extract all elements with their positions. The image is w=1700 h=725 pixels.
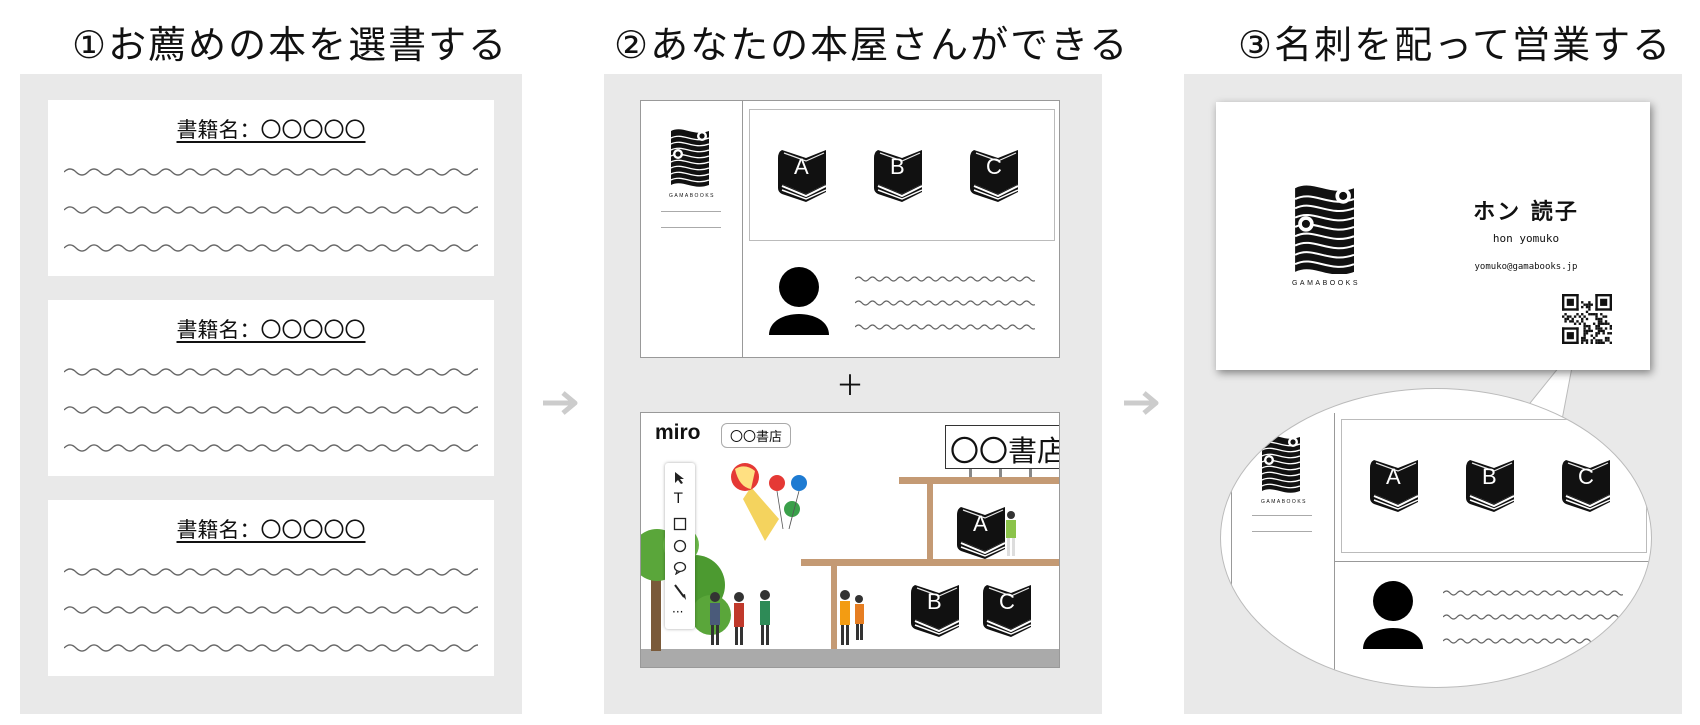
arrow-right-icon (1124, 391, 1159, 415)
placeholder-text-lines (64, 168, 478, 252)
rectangle-icon[interactable] (673, 517, 687, 531)
book-shelf-box: A B C (749, 109, 1055, 241)
book-title: 書籍名：〇〇〇〇〇 (176, 518, 366, 542)
sidebar-line (661, 211, 721, 212)
book-label: B (890, 154, 905, 179)
bookstore-page-mockup: GAMABOOKS A B C (640, 100, 1060, 358)
book-title: 書籍名：〇〇〇〇〇 (176, 118, 366, 142)
book-title: 書籍名：〇〇〇〇〇 (176, 318, 366, 342)
person-icon (1363, 581, 1423, 649)
card-romaji: hon yomuko (1492, 232, 1560, 245)
text-icon[interactable]: T (674, 491, 683, 507)
step3-title: ③名刺を配って営業する (1238, 23, 1673, 67)
book-label: B (927, 589, 942, 614)
page-sidebar: GAMABOOKS (641, 101, 743, 357)
step1-panel: 書籍名：〇〇〇〇〇 書籍名：〇〇〇〇〇 書籍名：〇〇〇〇〇 (20, 74, 522, 714)
book-label: C (986, 154, 1002, 179)
miro-board-mockup: miro 〇〇書店 〇〇書店 A B C (640, 412, 1060, 668)
gamabooks-logo-icon (1294, 184, 1356, 274)
pen-icon[interactable] (673, 583, 687, 601)
people-illustration (710, 590, 864, 645)
qr-code-icon[interactable] (1562, 294, 1612, 344)
sidebar-line (1252, 515, 1312, 516)
business-card: GAMABOOKS ホン 読子 hon yomuko yomuko@gamabo… (1216, 102, 1650, 370)
sidebar-line (1252, 531, 1312, 532)
book-card: 書籍名：〇〇〇〇〇 (48, 300, 494, 476)
book-label: C (1578, 464, 1594, 489)
person-icon (769, 267, 829, 335)
more-icon[interactable]: ··· (672, 605, 684, 619)
logo-text: GAMABOOKS (1291, 280, 1360, 287)
store-sign-text: 〇〇書店 (950, 434, 1060, 468)
circle-icon[interactable] (673, 539, 687, 553)
sign-post (1029, 469, 1032, 477)
zoom-circle: GAMABOOKS A B C (1220, 388, 1652, 688)
plus-sign: ＋ (836, 369, 865, 402)
sidebar-line (661, 227, 721, 228)
zoom-divider (1335, 561, 1651, 562)
step2-title: ②あなたの本屋さんができる (614, 23, 1130, 67)
zoom-page: GAMABOOKS A B C (1231, 413, 1651, 673)
placeholder-text-lines (855, 276, 1035, 330)
shelf-top (899, 477, 1059, 484)
speech-bubble-icon[interactable] (673, 561, 687, 575)
balloons-illustration (731, 463, 807, 541)
step3-panel: GAMABOOKS A B C GAM (1184, 74, 1682, 714)
gamabooks-logo-icon (670, 128, 710, 188)
board-tag[interactable]: 〇〇書店 (721, 423, 792, 448)
book-label: A (794, 154, 809, 179)
book-card: 書籍名：〇〇〇〇〇 (48, 500, 494, 676)
placeholder-text-lines (64, 568, 478, 652)
placeholder-text-lines (1443, 590, 1623, 644)
zoom-sidebar: GAMABOOKS (1231, 413, 1335, 673)
sign-post (969, 469, 972, 477)
book-label: C (999, 589, 1015, 614)
arrow-right-icon (543, 391, 578, 415)
logo-text: GAMABOOKS (1260, 499, 1307, 505)
zoom-book-shelf-box: A B C (1341, 419, 1647, 553)
miro-toolbar: T ··· (665, 463, 695, 629)
book-label: B (1482, 464, 1497, 489)
book-label: A (1386, 464, 1401, 489)
store-sign: 〇〇書店 (945, 425, 1060, 469)
miro-brand: miro (655, 421, 701, 444)
cursor-icon[interactable] (673, 471, 687, 485)
gamabooks-logo-icon (1261, 434, 1301, 494)
shelf-middle (801, 559, 1059, 566)
book-label: A (973, 511, 988, 536)
sign-post (999, 469, 1002, 477)
logo-text: GAMABOOKS (668, 193, 715, 199)
book-card: 書籍名：〇〇〇〇〇 (48, 100, 494, 276)
step2-panel: GAMABOOKS A B C ＋ miro 〇〇書店 〇〇書店 (604, 74, 1102, 714)
card-email[interactable]: yomuko@gamabooks.jp (1474, 262, 1578, 272)
step1-title: ①お薦めの本を選書する (72, 23, 509, 67)
shelf-post (831, 565, 837, 649)
placeholder-text-lines (64, 368, 478, 452)
person-figure (1006, 511, 1016, 556)
card-name: ホン 読子 (1473, 200, 1579, 225)
shelf-post (927, 483, 933, 561)
ground (641, 649, 1059, 667)
